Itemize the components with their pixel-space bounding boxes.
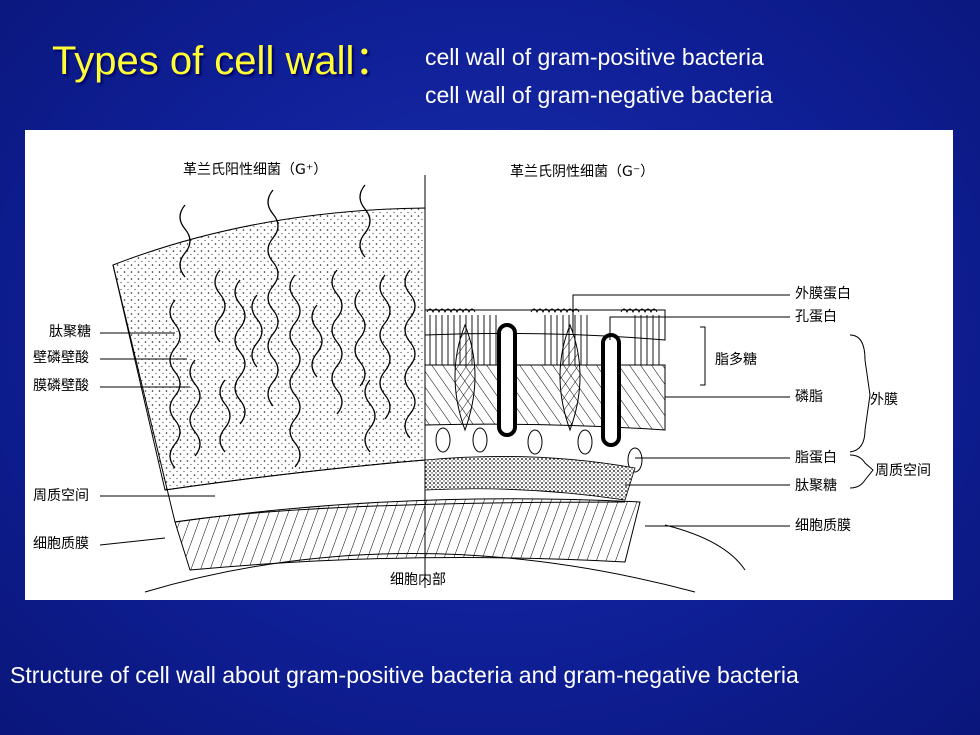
subtitle-gram-positive: cell wall of gram-positive bacteria bbox=[425, 44, 764, 70]
gn-outer-membrane-protein-label: 外膜蛋白 bbox=[795, 286, 851, 302]
cell-wall-diagram: 革兰氏阳性细菌（G⁺） 革兰氏阴性细菌（G⁻） 细胞内部 肽聚糖 壁磷壁酸 膜磷… bbox=[25, 130, 953, 600]
cytoplasmic-membrane-band bbox=[174, 498, 641, 571]
gram-negative-title: 革兰氏阴性细菌（G⁻） bbox=[510, 164, 655, 180]
gn-peptidoglycan-label: 肽聚糖 bbox=[795, 478, 837, 494]
gp-peptidoglycan-label: 肽聚糖 bbox=[49, 324, 91, 340]
gn-porin-label: 孔蛋白 bbox=[795, 309, 837, 325]
gp-peptidoglycan-layer bbox=[112, 207, 426, 491]
cell-interior-label: 细胞内部 bbox=[390, 572, 446, 588]
slide-title: Types of cell wall： bbox=[52, 39, 395, 83]
gn-lipoprotein-label: 脂蛋白 bbox=[795, 450, 837, 466]
gn-outer-membrane-label: 外膜 bbox=[870, 392, 898, 408]
gn-lps-label: 脂多糖 bbox=[715, 352, 757, 368]
gp-lipoteichoic-acid-label: 膜磷壁酸 bbox=[33, 378, 89, 394]
gp-periplasmic-space-label: 周质空间 bbox=[33, 488, 89, 504]
gn-periplasmic-space-label: 周质空间 bbox=[875, 463, 931, 479]
cell-wall-drawing bbox=[99, 175, 874, 593]
slide-caption: Structure of cell wall about gram-positi… bbox=[10, 662, 799, 688]
gp-teichoic-acid-label: 壁磷壁酸 bbox=[33, 350, 89, 366]
gn-phospholipid-label: 磷脂 bbox=[795, 389, 823, 405]
gp-cytoplasmic-membrane-label: 细胞质膜 bbox=[33, 536, 89, 552]
gn-peptidoglycan-layer bbox=[424, 456, 636, 501]
gn-cytoplasmic-membrane-label: 细胞质膜 bbox=[795, 518, 851, 534]
subtitle-gram-negative: cell wall of gram-negative bacteria bbox=[425, 82, 773, 108]
gram-positive-title: 革兰氏阳性细菌（G⁺） bbox=[183, 162, 328, 178]
